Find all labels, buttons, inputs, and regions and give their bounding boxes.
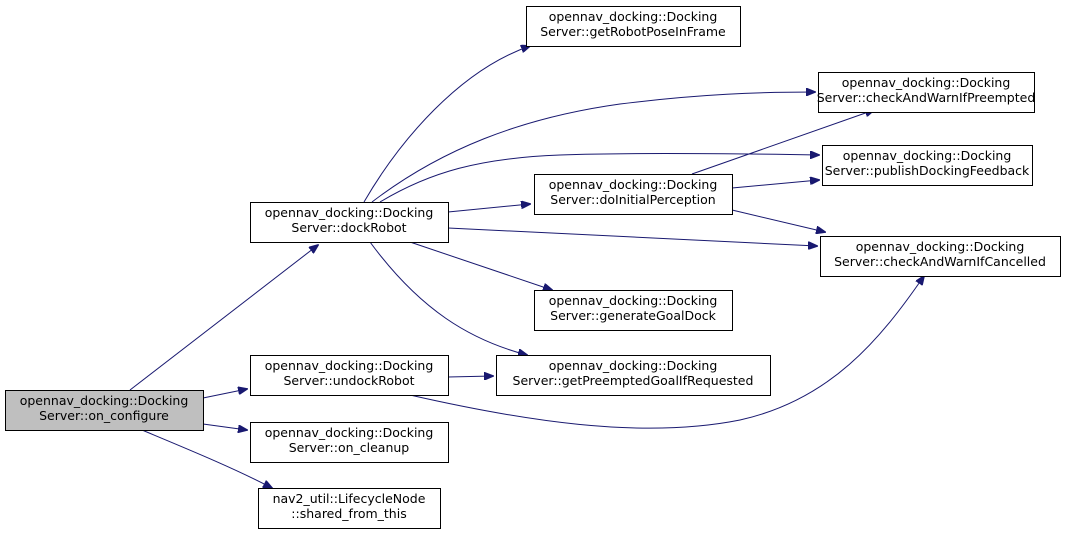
node-box bbox=[822, 145, 1033, 186]
edge-on_configure-to-undockRobot bbox=[202, 389, 247, 399]
edge-line bbox=[447, 227, 817, 246]
node-label-line-1: opennav_docking::Docking bbox=[549, 358, 718, 373]
edge-line bbox=[379, 153, 819, 203]
edge-line bbox=[447, 204, 530, 213]
node-label-line-1: opennav_docking::Docking bbox=[265, 425, 434, 440]
edge-line bbox=[141, 429, 272, 488]
node-label-line-1: opennav_docking::Docking bbox=[20, 393, 189, 408]
edge-on_configure-to-on_cleanup bbox=[202, 423, 247, 430]
node-label-line-1: opennav_docking::Docking bbox=[265, 358, 434, 373]
node-shared_from_this[interactable]: nav2_util::LifecycleNode::shared_from_th… bbox=[258, 488, 441, 529]
node-label-line-2: Server::getPreemptedGoalIfRequested bbox=[513, 373, 754, 388]
node-box bbox=[258, 488, 441, 529]
edge-line bbox=[731, 180, 819, 189]
node-label-line-1: opennav_docking::Docking bbox=[842, 75, 1011, 90]
node-label-line-1: opennav_docking::Docking bbox=[549, 177, 718, 192]
node-on_configure: opennav_docking::DockingServer::on_confi… bbox=[5, 390, 204, 431]
edge-line bbox=[691, 110, 874, 175]
node-box bbox=[818, 72, 1035, 113]
edge-dockRobot-to-generateGoalDock bbox=[409, 241, 552, 290]
node-box bbox=[250, 422, 449, 463]
node-label-line-1: opennav_docking::Docking bbox=[856, 239, 1025, 254]
edge-line bbox=[447, 376, 493, 377]
edge-line bbox=[409, 276, 924, 429]
edge-doInitialPerception-to-checkAndWarnIfPreempted bbox=[691, 110, 874, 175]
edge-dockRobot-to-checkAndWarnIfCancelled bbox=[447, 227, 817, 246]
edge-line bbox=[369, 241, 527, 355]
edge-dockRobot-to-getRobotPoseInFrame bbox=[363, 46, 530, 203]
edge-line bbox=[202, 389, 247, 399]
edge-dockRobot-to-publishDockingFeedback bbox=[379, 153, 819, 203]
edge-undockRobot-to-checkAndWarnIfCancelled bbox=[409, 276, 924, 429]
edge-line bbox=[129, 245, 318, 391]
node-checkAndWarnIfCancelled[interactable]: opennav_docking::DockingServer::checkAnd… bbox=[820, 236, 1061, 277]
edge-dockRobot-to-doInitialPerception bbox=[447, 204, 530, 213]
nodes-layer: opennav_docking::DockingServer::on_confi… bbox=[5, 6, 1061, 529]
node-generateGoalDock[interactable]: opennav_docking::DockingServer::generate… bbox=[534, 290, 733, 331]
edge-doInitialPerception-to-checkAndWarnIfCancelled bbox=[731, 209, 825, 232]
node-box bbox=[250, 202, 449, 243]
edge-doInitialPerception-to-publishDockingFeedback bbox=[731, 180, 819, 189]
node-label-line-1: opennav_docking::Docking bbox=[265, 205, 434, 220]
node-label-line-1: opennav_docking::Docking bbox=[843, 148, 1012, 163]
node-label-line-2: Server::undockRobot bbox=[284, 373, 415, 388]
node-label-line-2: Server::dockRobot bbox=[291, 220, 406, 235]
node-undockRobot[interactable]: opennav_docking::DockingServer::undockRo… bbox=[250, 355, 449, 396]
edge-line bbox=[731, 209, 825, 232]
node-label-line-1: opennav_docking::Docking bbox=[549, 293, 718, 308]
node-label-line-1: nav2_util::LifecycleNode bbox=[273, 491, 426, 506]
edge-line bbox=[409, 241, 552, 290]
edge-dockRobot-to-checkAndWarnIfPreempted bbox=[371, 92, 815, 203]
edge-line bbox=[363, 46, 530, 203]
node-checkAndWarnIfPreempted[interactable]: opennav_docking::DockingServer::checkAnd… bbox=[817, 72, 1036, 113]
node-doInitialPerception[interactable]: opennav_docking::DockingServer::doInitia… bbox=[534, 174, 733, 215]
node-box bbox=[534, 290, 733, 331]
edge-on_configure-to-dockRobot bbox=[129, 245, 318, 391]
node-box bbox=[250, 355, 449, 396]
node-box bbox=[526, 6, 741, 47]
node-label-line-2: Server::doInitialPerception bbox=[550, 192, 715, 207]
node-on_cleanup[interactable]: opennav_docking::DockingServer::on_clean… bbox=[250, 422, 449, 463]
node-box bbox=[534, 174, 733, 215]
node-label-line-2: ::shared_from_this bbox=[291, 506, 406, 521]
edge-line bbox=[371, 92, 815, 203]
edge-undockRobot-to-getPreemptedGoalIfRequested bbox=[447, 376, 493, 377]
node-label-line-2: Server::generateGoalDock bbox=[550, 308, 716, 323]
edge-line bbox=[202, 423, 247, 430]
node-label-line-2: Server::getRobotPoseInFrame bbox=[540, 24, 726, 39]
node-label-line-2: Server::on_configure bbox=[39, 408, 169, 423]
node-box bbox=[496, 355, 771, 396]
node-label-line-2: Server::publishDockingFeedback bbox=[825, 163, 1030, 178]
edges-layer bbox=[129, 46, 924, 488]
edge-dockRobot-to-getPreemptedGoalIfRequested bbox=[369, 241, 527, 355]
node-publishDockingFeedback[interactable]: opennav_docking::DockingServer::publishD… bbox=[822, 145, 1033, 186]
node-dockRobot[interactable]: opennav_docking::DockingServer::dockRobo… bbox=[250, 202, 449, 243]
node-box bbox=[5, 390, 204, 431]
node-box bbox=[820, 236, 1061, 277]
node-label-line-2: Server::checkAndWarnIfPreempted bbox=[817, 90, 1036, 105]
node-label-line-1: opennav_docking::Docking bbox=[549, 9, 718, 24]
edge-on_configure-to-shared_from_this bbox=[141, 429, 272, 488]
node-label-line-2: Server::checkAndWarnIfCancelled bbox=[834, 254, 1046, 269]
node-getPreemptedGoalIfRequested[interactable]: opennav_docking::DockingServer::getPreem… bbox=[496, 355, 771, 396]
node-label-line-2: Server::on_cleanup bbox=[289, 440, 410, 455]
node-getRobotPoseInFrame[interactable]: opennav_docking::DockingServer::getRobot… bbox=[526, 6, 741, 47]
